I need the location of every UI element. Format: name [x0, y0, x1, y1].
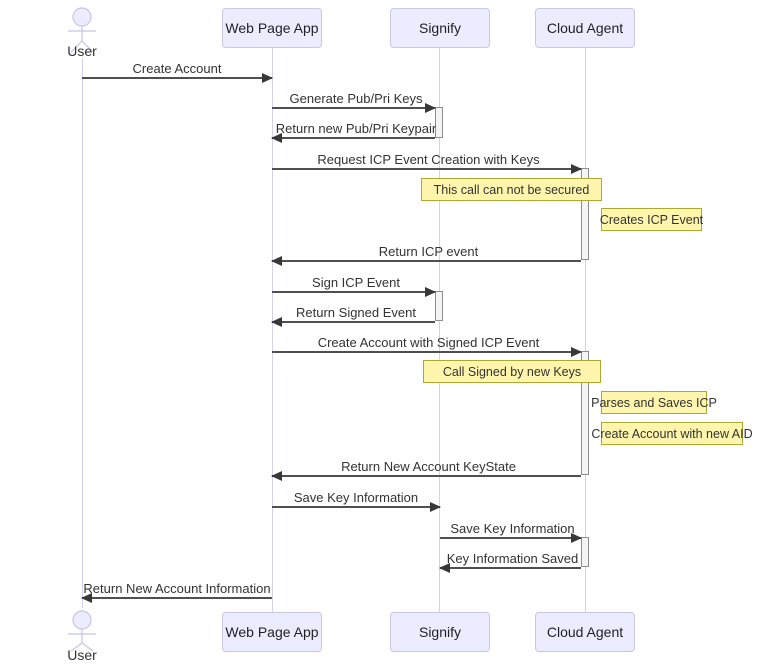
- participant-web-page-app-bottom: Web Page App: [222, 612, 322, 652]
- message-return-icp-event: Return ICP event: [271, 244, 585, 266]
- arrowhead-left-icon: [271, 471, 282, 481]
- message-label: Return ICP event: [378, 244, 479, 259]
- participant-web-page-app-top: Web Page App: [222, 8, 322, 48]
- note-create-account-with-new-aid: Create Account with new AID: [591, 422, 753, 445]
- arrowhead-right-icon: [571, 533, 582, 543]
- participant-label: Cloud Agent: [546, 20, 624, 36]
- activation-signify-2: [435, 291, 443, 321]
- note-parses-and-saves-icp: Parses and Saves ICP: [591, 391, 717, 414]
- message-label: Create Account: [132, 61, 222, 76]
- message-save-key-information-webapp-signify: Save Key Information: [272, 490, 441, 512]
- participant-cloud-agent-top: Cloud Agent: [535, 8, 635, 48]
- message-return-new-account-keystate: Return New Account KeyState: [271, 459, 585, 481]
- note-call-not-secured: This call can not be secured: [421, 178, 602, 201]
- arrowhead-left-icon: [271, 133, 282, 143]
- message-label: Save Key Information: [293, 490, 419, 505]
- message-label: Key Information Saved: [446, 551, 579, 566]
- message-arrow: [271, 256, 581, 266]
- message-label: Create Account with Signed ICP Event: [317, 335, 540, 350]
- message-key-information-saved: Key Information Saved: [439, 551, 585, 573]
- lifeline-cloud-agent: [585, 48, 586, 612]
- message-generate-pubpri-keys: Generate Pub/Pri Keys: [272, 91, 440, 113]
- note-label: Create Account with new AID: [591, 426, 753, 441]
- note-creates-icp-event: Creates ICP Event: [599, 208, 704, 231]
- message-label: Return New Account Information: [83, 581, 271, 596]
- message-arrow: [272, 347, 582, 357]
- participant-label: Web Page App: [225, 624, 319, 640]
- participant-user-top: User: [67, 43, 97, 59]
- activation-signify-1: [435, 107, 443, 138]
- note-label: This call can not be secured: [433, 182, 590, 197]
- participant-user-bottom: User: [67, 647, 97, 663]
- message-label: Return New Account KeyState: [341, 459, 516, 474]
- participant-label: Cloud Agent: [546, 624, 624, 640]
- activation-cloud-agent-1: [581, 168, 589, 260]
- arrowhead-left-icon: [81, 593, 92, 603]
- message-arrow: [81, 593, 272, 603]
- user-actor-icon: [68, 610, 96, 652]
- arrowhead-right-icon: [571, 347, 582, 357]
- message-label: Request ICP Event Creation with Keys: [317, 152, 540, 167]
- message-arrow: [271, 133, 435, 143]
- message-arrow: [440, 533, 582, 543]
- participant-signify-bottom: Signify: [390, 612, 490, 652]
- arrowhead-right-icon: [430, 502, 441, 512]
- participant-cloud-agent-bottom: Cloud Agent: [535, 612, 635, 652]
- arrowhead-left-icon: [271, 256, 282, 266]
- message-arrow: [271, 317, 435, 327]
- arrowhead-left-icon: [271, 317, 282, 327]
- message-label: Generate Pub/Pri Keys: [289, 91, 423, 106]
- lifeline-user: [82, 58, 83, 608]
- message-arrow: [439, 563, 581, 573]
- participant-signify-top: Signify: [390, 8, 490, 48]
- message-arrow: [272, 103, 436, 113]
- message-create-account-with-signed-icp-event: Create Account with Signed ICP Event: [272, 335, 585, 357]
- message-return-signed-event: Return Signed Event: [271, 305, 440, 327]
- message-request-icp-event-creation: Request ICP Event Creation with Keys: [272, 152, 585, 174]
- lifeline-web-page-app: [272, 48, 273, 612]
- message-arrow: [272, 502, 441, 512]
- arrowhead-right-icon: [425, 287, 436, 297]
- arrowhead-right-icon: [262, 73, 273, 83]
- participant-label: Signify: [418, 624, 462, 640]
- note-call-signed-by-new-keys: Call Signed by new Keys: [423, 360, 601, 383]
- user-actor-icon: [68, 7, 96, 52]
- message-return-new-account-information: Return New Account Information: [81, 581, 272, 603]
- message-label: Save Key Information: [450, 521, 575, 536]
- arrowhead-right-icon: [571, 164, 582, 174]
- message-arrow: [82, 73, 273, 83]
- message-label: Sign ICP Event: [312, 275, 400, 290]
- participant-label: Web Page App: [225, 20, 319, 36]
- note-label: Parses and Saves ICP: [591, 395, 717, 410]
- activation-cloud-agent-3: [581, 537, 589, 567]
- message-arrow: [271, 471, 581, 481]
- lifeline-signify: [439, 48, 440, 612]
- message-arrow: [272, 287, 436, 297]
- participant-label: Signify: [418, 20, 462, 36]
- arrowhead-left-icon: [439, 563, 450, 573]
- note-label: Creates ICP Event: [599, 212, 704, 227]
- activation-cloud-agent-2: [581, 351, 589, 475]
- arrowhead-right-icon: [425, 103, 436, 113]
- note-label: Call Signed by new Keys: [442, 364, 582, 379]
- message-return-new-pubpri-keypair: Return new Pub/Pri Keypair: [271, 121, 440, 143]
- message-save-key-information-signify-cloud: Save Key Information: [440, 521, 585, 543]
- message-sign-icp-event: Sign ICP Event: [272, 275, 440, 297]
- message-label: Return new Pub/Pri Keypair: [275, 121, 437, 136]
- message-arrow: [272, 164, 582, 174]
- message-create-account: Create Account: [82, 61, 273, 83]
- message-label: Return Signed Event: [296, 305, 416, 320]
